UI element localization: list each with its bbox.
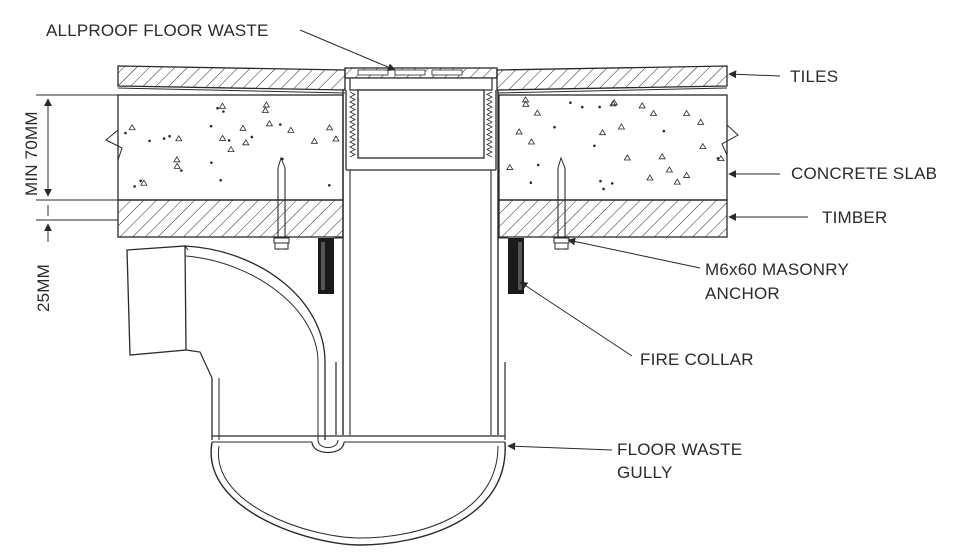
label-masonry-anchor-line1: M6x60 MASONRY bbox=[705, 260, 849, 279]
aggregate-stone bbox=[696, 118, 705, 125]
aggregate-stone bbox=[325, 124, 334, 131]
aggregate-dot bbox=[529, 181, 533, 185]
aggregate-stone bbox=[262, 101, 271, 108]
label-tiles: TILES bbox=[790, 67, 839, 86]
label-dimension-min-70mm: MIN 70MM bbox=[22, 111, 41, 196]
tiles-layer bbox=[117, 65, 728, 94]
masonry-anchor-left bbox=[273, 156, 290, 250]
aggregate-stone bbox=[261, 106, 270, 113]
vertical-pipe bbox=[335, 90, 506, 440]
label-fire-collar: FIRE COLLAR bbox=[640, 350, 754, 369]
aggregate-dot bbox=[222, 110, 225, 113]
aggregate-dot bbox=[536, 163, 540, 167]
aggregate-dot bbox=[278, 123, 282, 126]
masonry-anchor-right bbox=[553, 156, 570, 250]
aggregate-stone bbox=[665, 166, 674, 173]
aggregate-dot bbox=[602, 187, 605, 191]
aggregate-stone bbox=[218, 134, 227, 141]
aggregate-dot bbox=[219, 178, 223, 182]
aggregate-dot bbox=[148, 139, 151, 143]
aggregate-stone bbox=[598, 128, 607, 136]
aggregate-dot bbox=[610, 182, 614, 185]
aggregate-stone bbox=[128, 123, 136, 131]
aggregate-dot bbox=[593, 144, 596, 148]
aggregate-stone bbox=[717, 154, 725, 162]
aggregate-dot bbox=[598, 105, 601, 109]
timber-layer bbox=[117, 199, 728, 238]
aggregate-dot bbox=[569, 101, 572, 105]
label-concrete-slab: CONCRETE SLAB bbox=[791, 164, 938, 183]
aggregate-dot bbox=[180, 169, 183, 172]
aggregate-stone bbox=[218, 102, 227, 109]
floor-waste-gully bbox=[126, 245, 506, 546]
aggregate-stone bbox=[140, 179, 148, 186]
aggregate-dot bbox=[662, 129, 666, 133]
aggregate-stone bbox=[610, 99, 618, 106]
aggregate-dot bbox=[580, 105, 584, 109]
aggregate-dot bbox=[124, 131, 127, 135]
aggregate-stone bbox=[239, 124, 247, 131]
aggregate-stone bbox=[646, 174, 654, 181]
aggregate-dot bbox=[210, 161, 213, 164]
aggregate-stone bbox=[265, 120, 274, 127]
aggregate-dot bbox=[553, 125, 556, 129]
aggregate-stone bbox=[175, 134, 183, 142]
concrete-slab bbox=[105, 94, 739, 201]
aggregate-dot bbox=[209, 124, 213, 128]
aggregate-stone bbox=[522, 100, 530, 107]
aggregate-stone bbox=[332, 135, 340, 142]
aggregate-stone bbox=[310, 137, 319, 144]
aggregate-stone bbox=[227, 145, 235, 152]
aggregate-dot bbox=[599, 179, 602, 183]
aggregate-stone bbox=[638, 102, 646, 109]
aggregate-stone bbox=[658, 153, 666, 160]
label-masonry-anchor-line2: ANCHOR bbox=[705, 284, 780, 303]
label-dimension-25mm: 25MM bbox=[34, 263, 53, 312]
aggregate-stone bbox=[506, 163, 514, 170]
aggregate-dot bbox=[327, 183, 331, 187]
aggregate-stone bbox=[682, 171, 691, 178]
aggregate-stone bbox=[242, 139, 250, 146]
aggregate-dot bbox=[139, 179, 142, 183]
label-floor-waste-gully-line1: FLOOR WASTE bbox=[617, 440, 743, 459]
aggregate-dot bbox=[162, 137, 166, 140]
aggregate-stone bbox=[682, 109, 691, 116]
aggregate-dot bbox=[133, 185, 136, 188]
aggregate-dot bbox=[216, 106, 219, 110]
aggregate-stone bbox=[533, 109, 542, 116]
aggregate-stone bbox=[287, 126, 295, 133]
aggregate-stone bbox=[649, 109, 658, 116]
dimension-min-70mm bbox=[36, 94, 118, 201]
aggregate-stone bbox=[609, 100, 617, 107]
aggregate-stone bbox=[515, 128, 523, 135]
aggregate-dot bbox=[716, 157, 720, 160]
dimension-25mm bbox=[36, 205, 118, 242]
allproof-floor-waste bbox=[344, 67, 498, 171]
aggregate-dot bbox=[168, 134, 171, 138]
aggregate-stone bbox=[673, 178, 681, 185]
aggregate-stone bbox=[173, 156, 181, 163]
fire-collar bbox=[318, 237, 524, 294]
label-floor-waste-gully-line2: GULLY bbox=[617, 463, 673, 482]
aggregate-dot bbox=[250, 135, 254, 139]
aggregate-stone bbox=[623, 154, 632, 161]
label-allproof-floor-waste: ALLPROOF FLOOR WASTE bbox=[46, 21, 269, 40]
aggregate-stone bbox=[699, 142, 707, 149]
leader-lines bbox=[299, 29, 808, 451]
aggregate-stone bbox=[173, 162, 181, 169]
label-timber: TIMBER bbox=[822, 208, 888, 227]
aggregate-stone bbox=[617, 123, 626, 130]
aggregate-stone bbox=[527, 138, 536, 145]
aggregate-dot bbox=[227, 139, 231, 142]
